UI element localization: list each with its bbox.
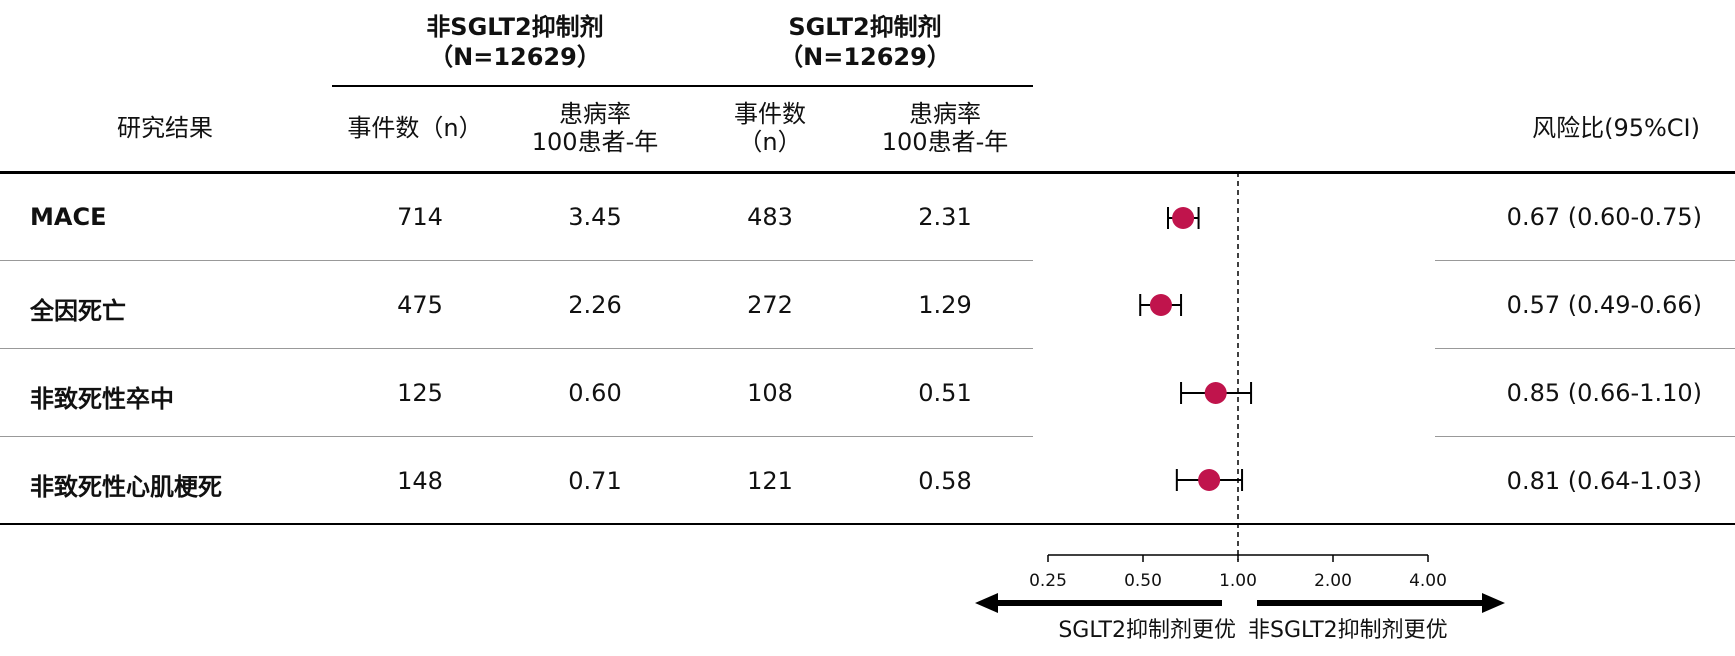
row-outcome-nonfatal-mi: 非致死性心肌梗死 <box>30 473 222 501</box>
col-header-rate-sglt2-line1: 患病率 <box>909 100 981 128</box>
row-rate-non: 3.45 <box>568 203 622 231</box>
row-rate-sglt2: 0.51 <box>918 379 972 407</box>
col-header-rate-sglt2: 患病率 100患者-年 <box>855 100 1035 156</box>
x-axis-tick-label: 1.00 <box>1219 571 1257 591</box>
point-estimate-marker <box>1198 469 1221 491</box>
table-top-rule <box>0 171 1735 174</box>
row-events-non: 475 <box>397 291 443 319</box>
row-divider-left-3 <box>0 436 1033 437</box>
row-hazard-ratio-text: 0.57 (0.49-0.66) <box>1506 291 1702 319</box>
col-header-events-sglt2-line1: 事件数 <box>734 100 806 128</box>
row-outcome-all-cause-death: 全因死亡 <box>30 297 126 325</box>
row-outcome-nonfatal-stroke: 非致死性卒中 <box>30 385 174 413</box>
group-header-underline <box>332 85 1033 87</box>
row-rate-sglt2: 0.58 <box>918 467 972 495</box>
x-axis-tick-label: 2.00 <box>1314 571 1352 591</box>
row-events-non: 714 <box>397 203 443 231</box>
row-events-sglt2: 108 <box>747 379 793 407</box>
row-divider-right-3 <box>1435 436 1735 437</box>
point-estimate-marker <box>1149 294 1172 316</box>
row-rate-non: 0.71 <box>568 467 622 495</box>
row-events-non: 148 <box>397 467 443 495</box>
col-header-events-non: 事件数（n） <box>347 114 483 142</box>
row-outcome-mace: MACE <box>30 203 107 231</box>
row-divider-left-1 <box>0 260 1033 261</box>
row-divider-left-2 <box>0 348 1033 349</box>
col-header-hazard-ratio: 风险比(95%CI) <box>1532 114 1700 142</box>
group-header-sglt2: SGLT2抑制剂 （N=12629） <box>690 12 1040 72</box>
x-axis-tick-label: 0.50 <box>1124 571 1162 591</box>
favors-left-label: SGLT2抑制剂更优 <box>1058 618 1236 643</box>
favors-right-label: 非SGLT2抑制剂更优 <box>1248 618 1448 643</box>
row-hazard-ratio-text: 0.85 (0.66-1.10) <box>1506 379 1702 407</box>
row-events-non: 125 <box>397 379 443 407</box>
favors-right-arrowhead <box>1482 593 1505 613</box>
favors-left-arrowhead <box>975 593 998 613</box>
row-hazard-ratio-text: 0.67 (0.60-0.75) <box>1506 203 1702 231</box>
point-estimate-marker <box>1172 207 1195 229</box>
col-header-rate-non-line2: 100患者-年 <box>531 128 659 156</box>
row-events-sglt2: 272 <box>747 291 793 319</box>
row-events-sglt2: 483 <box>747 203 793 231</box>
row-divider-right-2 <box>1435 348 1735 349</box>
x-axis-tick-label: 4.00 <box>1409 571 1447 591</box>
col-header-rate-sglt2-line2: 100患者-年 <box>881 128 1009 156</box>
col-header-rate-non-line1: 患病率 <box>559 100 631 128</box>
col-header-events-sglt2: 事件数 （n） <box>700 100 840 156</box>
col-header-outcome: 研究结果 <box>117 114 213 142</box>
row-divider-right-1 <box>1435 260 1735 261</box>
group-header-non-sglt2-title: 非SGLT2抑制剂 <box>426 13 604 41</box>
row-rate-non: 0.60 <box>568 379 622 407</box>
col-header-rate-non: 患病率 100患者-年 <box>505 100 685 156</box>
row-hazard-ratio-text: 0.81 (0.64-1.03) <box>1506 467 1702 495</box>
point-estimate-marker <box>1204 382 1227 404</box>
group-header-non-sglt2-n: （N=12629） <box>429 43 601 71</box>
col-header-events-sglt2-line2: （n） <box>738 128 802 156</box>
x-axis-tick-label: 0.25 <box>1029 571 1067 591</box>
table-bottom-rule <box>0 523 1735 525</box>
row-rate-non: 2.26 <box>568 291 622 319</box>
group-header-sglt2-n: （N=12629） <box>779 43 951 71</box>
row-events-sglt2: 121 <box>747 467 793 495</box>
row-rate-sglt2: 2.31 <box>918 203 972 231</box>
row-rate-sglt2: 1.29 <box>918 291 972 319</box>
group-header-non-sglt2: 非SGLT2抑制剂 （N=12629） <box>330 12 700 72</box>
group-header-sglt2-title: SGLT2抑制剂 <box>788 13 942 41</box>
